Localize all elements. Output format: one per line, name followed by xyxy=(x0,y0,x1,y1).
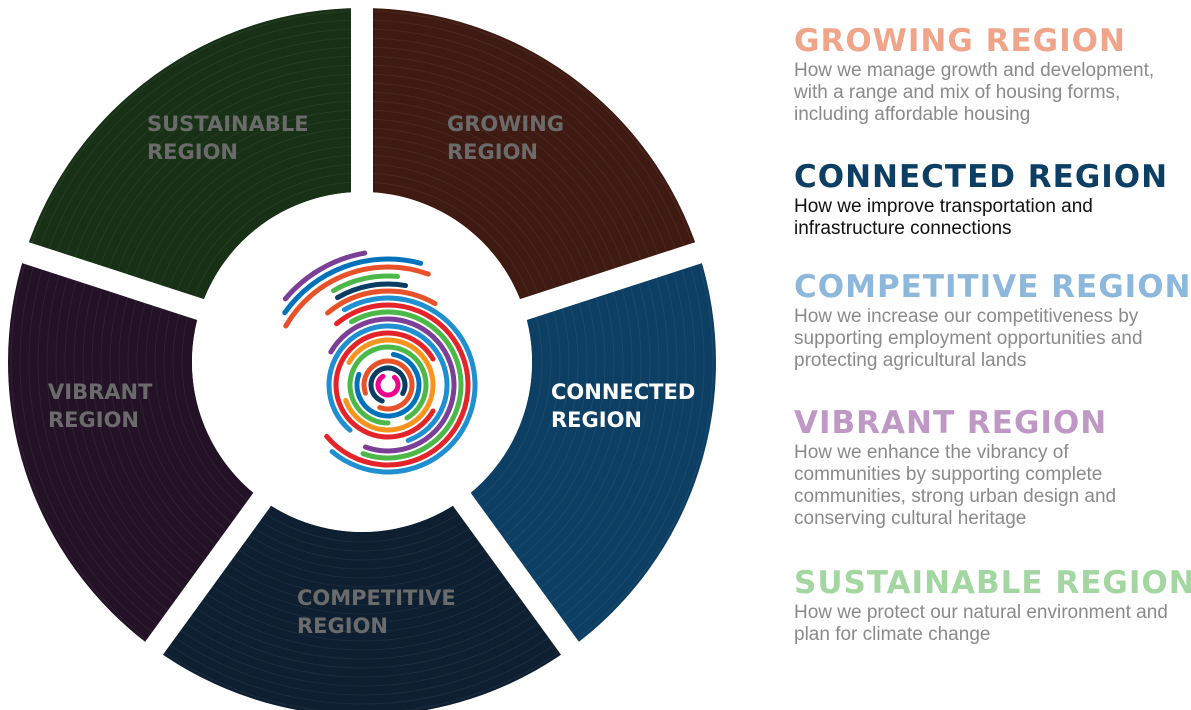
legend-item-vibrant: VIBRANT REGION How we enhance the vibran… xyxy=(794,404,1116,530)
logo-arc xyxy=(343,337,436,433)
segment-connected xyxy=(461,252,717,649)
segment-gap xyxy=(447,484,587,665)
logo-arc xyxy=(326,323,450,443)
logo-arc xyxy=(375,373,401,398)
legend-desc-connected: How we improve transportation and infras… xyxy=(794,196,1093,239)
logo-arc xyxy=(283,264,431,329)
logo-arc xyxy=(282,256,424,316)
segment-gap xyxy=(510,238,714,324)
legend-item-sustainable: SUSTAINABLE REGION How we protect our na… xyxy=(794,564,1191,646)
legend-title-competitive: COMPETITIVE REGION xyxy=(794,269,1191,305)
segment-gap xyxy=(137,484,277,665)
logo-arc xyxy=(282,250,368,302)
segment-gap xyxy=(10,238,214,324)
legend-item-competitive: COMPETITIVE REGION How we increase our c… xyxy=(794,268,1191,372)
legend-title-sustainable: SUSTAINABLE REGION xyxy=(794,565,1191,601)
logo-arc xyxy=(333,330,436,440)
segment-competitive xyxy=(153,499,571,710)
segment-vibrant xyxy=(7,252,263,649)
logo-arc xyxy=(354,351,422,419)
legend-desc-vibrant: How we enhance the vibrancy of communiti… xyxy=(794,442,1117,529)
logo-arc xyxy=(331,273,400,294)
logo-arc xyxy=(368,365,408,404)
logo-arc xyxy=(328,316,457,454)
legend-item-connected: CONNECTED REGION How we improve transpor… xyxy=(794,158,1168,240)
logo-arc xyxy=(361,358,415,412)
logo-arc xyxy=(349,309,464,461)
logo-arc xyxy=(324,302,471,468)
legend-title-vibrant: VIBRANT REGION xyxy=(794,405,1108,441)
logo-arc xyxy=(325,288,438,316)
legend-item-growing: GROWING REGION How we manage growth and … xyxy=(794,22,1154,126)
segment-growing xyxy=(362,8,699,310)
fingerprint-logo xyxy=(282,250,478,475)
logo-arc xyxy=(335,281,409,301)
legend-desc-competitive: How we increase our competitiveness by s… xyxy=(794,306,1143,371)
legend-title-connected: CONNECTED REGION xyxy=(794,159,1169,195)
logo-arc xyxy=(329,295,478,475)
segment-sustainable xyxy=(25,8,363,310)
wheel-hub xyxy=(192,192,532,532)
logo-arc xyxy=(347,344,429,426)
legend-desc-growing: How we manage growth and development, wi… xyxy=(794,60,1155,125)
legend-desc-sustainable: How we protect our natural environment a… xyxy=(794,602,1168,645)
legend-title-growing: GROWING REGION xyxy=(794,23,1126,59)
